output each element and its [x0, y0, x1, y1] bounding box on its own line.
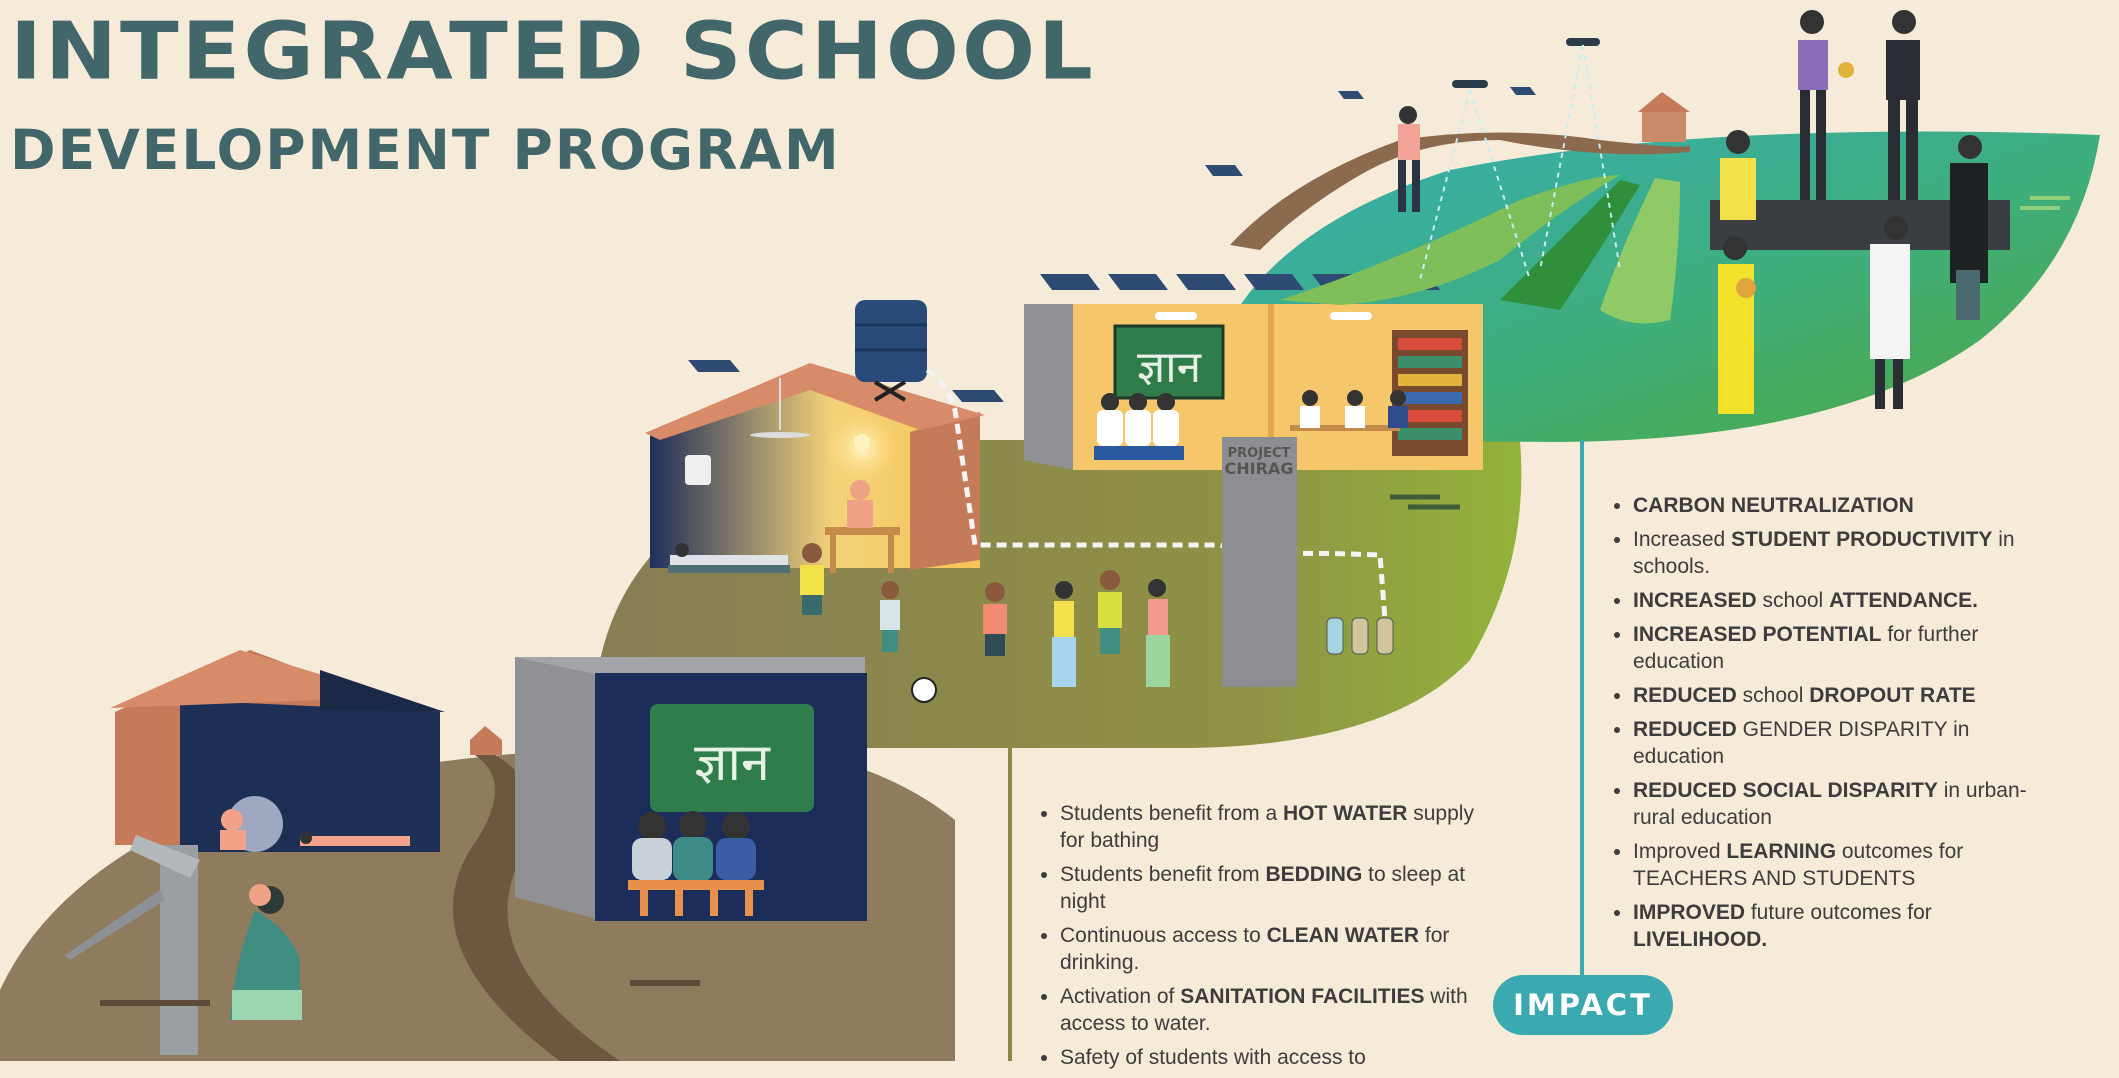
impact-item: IMPROVED future outcomes for LIVELIHOOD. — [1633, 899, 2053, 953]
library-shelf — [1392, 330, 1468, 456]
impact-item: INCREASED POTENTIAL for further educatio… — [1633, 621, 2053, 675]
old-students — [628, 811, 764, 916]
impact-badge: IMPACT — [1493, 975, 1673, 1035]
crop-fields — [1280, 175, 1680, 324]
chalkboard-word-old: ज्ञान — [694, 733, 771, 793]
impact-item: REDUCED GENDER DISPARITY in education — [1633, 716, 2053, 770]
benefit-item: Students benefit from a HOT WATER supply… — [1060, 800, 1500, 854]
improved-house — [645, 363, 985, 573]
street-lights — [1205, 87, 1536, 176]
new-school-building: ज्ञान — [1024, 304, 1483, 470]
brand-line1: PROJECT — [1228, 446, 1291, 461]
water-filters — [1326, 617, 1394, 655]
benefits-list: Students benefit from a HOT WATER supply… — [1034, 800, 1500, 1078]
water-tank — [855, 300, 927, 402]
drones — [1452, 38, 1600, 88]
benefit-item: Activation of SANITATION FACILITIES with… — [1060, 983, 1500, 1037]
impact-item: REDUCED school DROPOUT RATE — [1633, 682, 2053, 709]
impact-item: Improved LEARNING outcomes for TEACHERS … — [1633, 838, 2053, 892]
school-pillar: PROJECT CHIRAG — [1222, 437, 1297, 687]
farm-hut — [1638, 92, 1690, 142]
solar-panels-house — [688, 360, 1004, 402]
award-ceremony — [1710, 10, 2010, 414]
page-subtitle: DEVELOPMENT PROGRAM — [10, 118, 841, 182]
benefit-item: Continuous access to CLEAN WATER for dri… — [1060, 922, 1500, 976]
benefit-item: Safety of students with access to — [1060, 1044, 1500, 1071]
new-students — [1094, 393, 1184, 460]
old-classroom: ज्ञान — [515, 657, 867, 921]
dirt-path-3 — [1230, 132, 1690, 250]
farmer — [1398, 106, 1420, 212]
impact-list: CARBON NEUTRALIZATION Increased STUDENT … — [1607, 492, 2053, 960]
impact-item: CARBON NEUTRALIZATION — [1633, 492, 2053, 519]
old-house — [110, 650, 445, 852]
impact-item: INCREASED school ATTENDANCE. — [1633, 587, 2053, 614]
benefit-item: Students benefit from BEDDING to sleep a… — [1060, 861, 1500, 915]
water-hand-pump — [65, 835, 302, 1055]
dirt-path-1 — [452, 752, 620, 1061]
brand-line2: CHIRAG — [1225, 459, 1294, 478]
impact-item: REDUCED SOCIAL DISPARITY in urban-rural … — [1633, 777, 2053, 831]
playing-children — [800, 543, 1170, 703]
small-distant-house — [470, 726, 502, 755]
chalkboard-word-new: ज्ञान — [1137, 342, 1203, 393]
impact-item: Increased STUDENT PRODUCTIVITY in school… — [1633, 526, 2053, 580]
page-title: INTEGRATED SCHOOL — [10, 6, 1096, 98]
computer-students — [1290, 390, 1408, 431]
